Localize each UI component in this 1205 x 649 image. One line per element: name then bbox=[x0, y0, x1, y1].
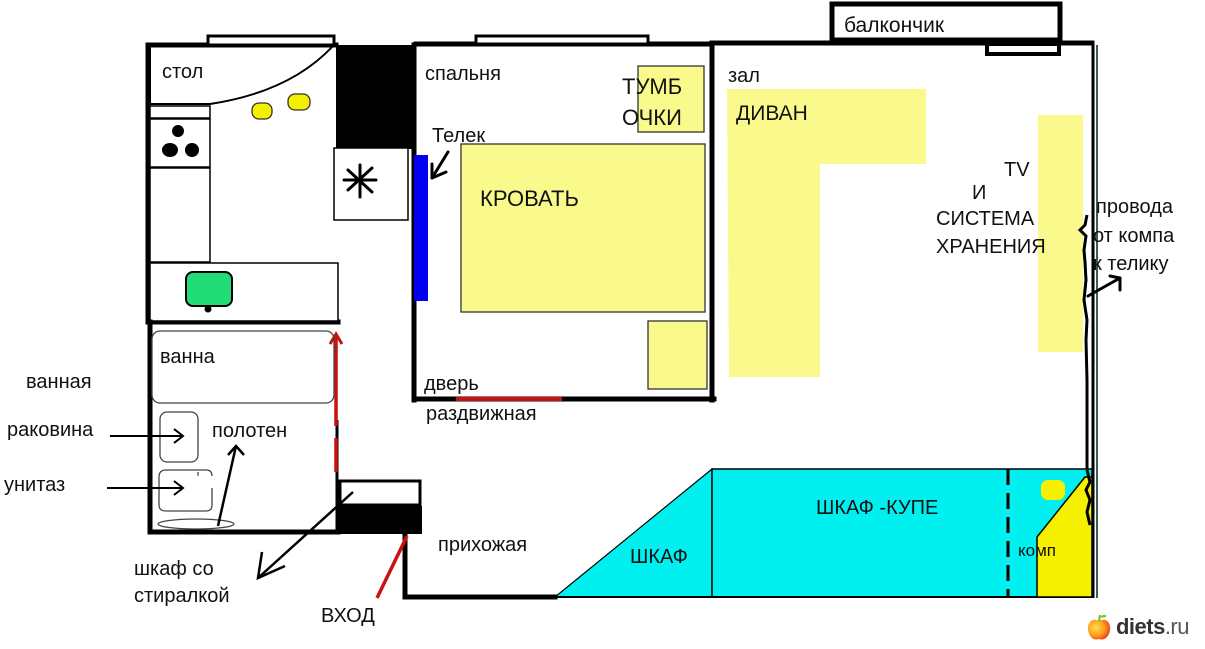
nightstand-bottom bbox=[647, 320, 708, 390]
nightstand-label-1: ТУМБ bbox=[622, 74, 682, 99]
towel-arrow-icon bbox=[216, 444, 245, 527]
tv-label: Телек bbox=[432, 125, 485, 147]
bed-label: КРОВАТЬ bbox=[480, 186, 579, 211]
cable-arrow-icon bbox=[1086, 274, 1122, 298]
tv-storage-label-3: СИСТЕМА bbox=[936, 208, 1035, 230]
living-room: зал ДИВАН TV И СИСТЕМА ХРАНЕНИЯ провода … bbox=[727, 65, 1175, 470]
chair-1 bbox=[251, 102, 273, 120]
toilet bbox=[158, 469, 213, 512]
sink-counter bbox=[149, 262, 339, 322]
chair-2 bbox=[287, 93, 311, 111]
bedroom: спальня Телек ТУМБ ОЧКИ КРОВАТЬ дверь ра… bbox=[411, 41, 717, 425]
outer-walls bbox=[145, 34, 1098, 598]
cable-line bbox=[1077, 214, 1089, 470]
sink-drain bbox=[204, 305, 212, 313]
closet-washer-label-2: стиралкой bbox=[134, 585, 230, 607]
sofa bbox=[727, 89, 926, 377]
cables-label-1: провода bbox=[1096, 196, 1174, 218]
computer-label: комп bbox=[1018, 541, 1056, 560]
bedroom-tv bbox=[414, 155, 428, 301]
towel-rail bbox=[157, 518, 235, 530]
balcony-outline bbox=[829, 1, 1063, 43]
hallway-label: прихожая bbox=[438, 534, 527, 556]
door-label-2: раздвижная bbox=[426, 403, 537, 425]
bathtub bbox=[151, 330, 335, 404]
wall-column bbox=[336, 45, 412, 149]
toilet-arrow-icon bbox=[107, 480, 185, 496]
bedroom-label: спальня bbox=[425, 63, 501, 85]
star-icon bbox=[342, 163, 378, 199]
watermark-brand: diets bbox=[1115, 614, 1165, 639]
watermark-tld: .ru bbox=[1164, 614, 1190, 639]
watermark-text: diets.ru bbox=[1115, 614, 1190, 640]
fridge bbox=[333, 147, 409, 221]
entry-wall-block bbox=[338, 506, 422, 534]
sink-label: раковина bbox=[7, 419, 94, 441]
bedroom-window bbox=[474, 34, 650, 46]
kitchen-table-label: стол bbox=[162, 61, 203, 83]
balcony-label: балкончик bbox=[844, 14, 945, 37]
kitchen: стол bbox=[149, 45, 412, 322]
apple-logo-icon bbox=[1087, 614, 1111, 640]
cables-label-2: от компа bbox=[1093, 225, 1175, 247]
entrance-door bbox=[375, 535, 409, 599]
living-room-label: зал bbox=[728, 65, 760, 87]
tv-arrow-icon bbox=[430, 150, 450, 180]
computer-chair bbox=[1041, 480, 1065, 500]
tv-storage-label-4: ХРАНЕНИЯ bbox=[936, 236, 1046, 258]
bathroom-door-arrow-icon bbox=[328, 331, 344, 345]
closet bbox=[553, 467, 713, 598]
stove-burner-1 bbox=[172, 125, 184, 137]
bed bbox=[460, 143, 706, 313]
tv-storage-label-2: И bbox=[972, 182, 986, 204]
watermark: diets.ru bbox=[1086, 613, 1190, 641]
sliding-wardrobe-label: ШКАФ -КУПЕ bbox=[816, 497, 938, 519]
tv-storage bbox=[1038, 115, 1083, 352]
kitchen-table bbox=[150, 45, 334, 105]
nightstand-label-2: ОЧКИ bbox=[622, 105, 682, 130]
towel-label: полотен bbox=[212, 420, 287, 442]
sink-arrow-icon bbox=[110, 428, 185, 444]
closet-arrow-icon bbox=[256, 491, 354, 581]
closet-washer-label-1: шкаф со bbox=[134, 558, 214, 580]
balcony: балкончик bbox=[829, 1, 1063, 56]
entrance-label: ВХОД bbox=[321, 605, 375, 627]
kitchen-counter-top bbox=[149, 105, 211, 119]
bathtub-label: ванна bbox=[160, 346, 216, 368]
tv-storage-label-1: TV bbox=[1004, 159, 1030, 181]
nightstand-top bbox=[637, 65, 705, 133]
door-label-1: дверь bbox=[424, 373, 479, 395]
cable-line-lower bbox=[1084, 469, 1092, 526]
sofa-label: ДИВАН bbox=[736, 102, 808, 125]
kitchen-cabinet bbox=[149, 167, 211, 263]
closet-label: ШКАФ bbox=[630, 546, 688, 568]
sliding-wardrobe bbox=[711, 468, 1093, 598]
cables-label-3: к телику bbox=[1093, 253, 1169, 275]
kitchen-window bbox=[206, 34, 336, 47]
hallway: прихожая шкаф со стиралкой ВХОД bbox=[134, 479, 558, 627]
bathroom: ванна ванная раковина унитаз полотен bbox=[4, 319, 344, 535]
kitchen-sink bbox=[185, 271, 233, 307]
toilet-label: унитаз bbox=[4, 474, 65, 496]
stove-burner-2 bbox=[162, 143, 178, 157]
bathroom-label: ванная bbox=[26, 371, 92, 393]
wardrobe-row: ШКАФ ШКАФ -КУПЕ комп bbox=[553, 467, 1093, 598]
stove-burner-3 bbox=[185, 143, 199, 157]
